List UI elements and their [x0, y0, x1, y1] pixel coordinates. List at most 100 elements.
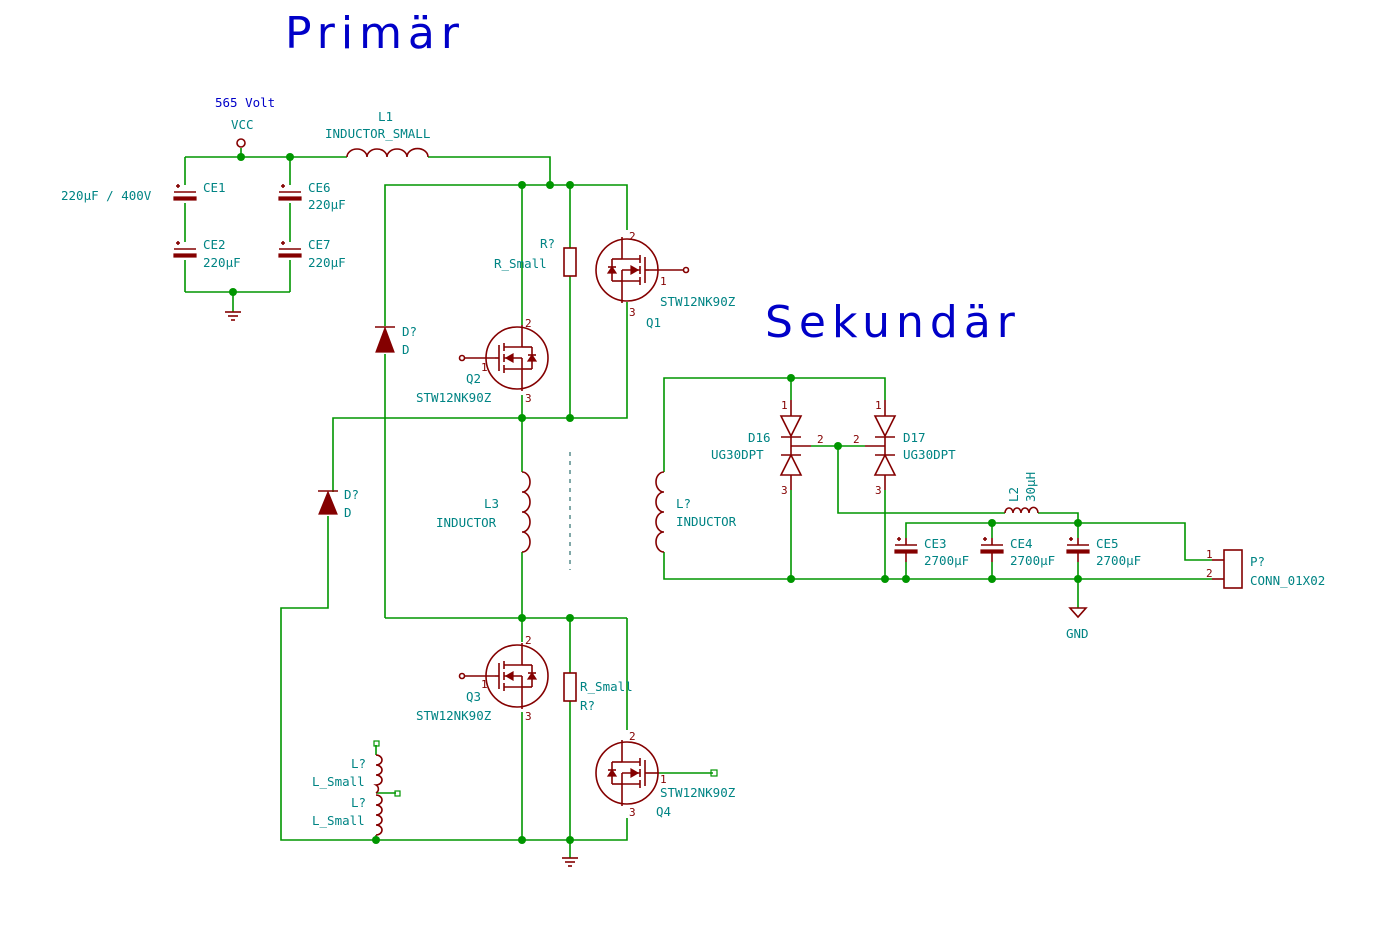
lsb-value: L_Small [312, 813, 365, 828]
r1-ref: R? [540, 236, 555, 251]
l2-value: 30µH [1023, 472, 1038, 502]
ground-symbol-gnd [1068, 607, 1088, 619]
q1-value: STW12NK90Z [660, 294, 736, 309]
l3-value: INDUCTOR [436, 515, 497, 530]
q3-pin3: 3 [525, 710, 532, 723]
q1-pin2: 2 [629, 230, 636, 243]
inductor-l2 [1004, 506, 1039, 514]
l2-ref: L2 [1006, 487, 1021, 502]
d16-ref: D16 [748, 430, 771, 445]
p1-value: CONN_01X02 [1250, 573, 1325, 588]
lsb-ref: L? [351, 795, 366, 810]
ce7-value: 220µF [308, 255, 346, 270]
ce1-ref: CE1 [203, 180, 226, 195]
mosfet-q4 [595, 739, 718, 807]
r2-ref: R? [580, 698, 595, 713]
ground-symbol-2 [561, 857, 579, 867]
diode-d17 [865, 400, 897, 490]
ce7-ref: CE7 [308, 237, 331, 252]
lsec-ref: L? [676, 496, 691, 511]
ce4-value: 2700µF [1010, 553, 1055, 568]
l1-ref: L1 [378, 109, 393, 124]
l3-ref: L3 [484, 496, 499, 511]
cap-ce6 [278, 183, 302, 201]
q2-ref: Q2 [466, 371, 481, 386]
supply-note: 565 Volt [215, 95, 275, 110]
q1-ref: Q1 [646, 315, 661, 330]
p1-pin2: 2 [1206, 567, 1213, 580]
r1-value: R_Small [494, 256, 547, 271]
q4-pin2: 2 [629, 730, 636, 743]
d17-pin2: 2 [853, 433, 860, 446]
connector-p1 [1212, 549, 1243, 589]
ce4-ref: CE4 [1010, 536, 1033, 551]
ce1-value: 220µF / 400V [61, 188, 152, 203]
title-primary: Primär [285, 8, 465, 59]
q1-pin3: 3 [629, 306, 636, 319]
d16-pin2: 2 [817, 433, 824, 446]
inductor-l3 [521, 471, 531, 553]
d16-pin1: 1 [781, 399, 788, 412]
q2-pin3: 3 [525, 392, 532, 405]
q1-pin1: 1 [660, 275, 667, 288]
d16-value: UG30DPT [711, 447, 764, 462]
resistor-r2 [563, 672, 577, 702]
q2-value: STW12NK90Z [416, 390, 492, 405]
q4-pin3: 3 [629, 806, 636, 819]
lsa-ref: L? [351, 756, 366, 771]
ce6-value: 220µF [308, 197, 346, 212]
ce3-ref: CE3 [924, 536, 947, 551]
secondary-wires [663, 377, 1212, 608]
q4-pin1: 1 [660, 773, 667, 786]
d17-pin1: 1 [875, 399, 882, 412]
q3-pin1: 1 [481, 678, 488, 691]
primary-junctions [229, 153, 574, 844]
inductor-lsmall-pair [373, 740, 401, 836]
d2-value: D [344, 505, 352, 520]
inductor-l1 [346, 147, 429, 158]
diode-d16 [779, 400, 811, 490]
cap-ce7 [278, 240, 302, 258]
q3-value: STW12NK90Z [416, 708, 492, 723]
q4-ref: Q4 [656, 804, 671, 819]
diode-d1 [375, 326, 395, 353]
d1-ref: D? [402, 324, 417, 339]
q2-pin2: 2 [525, 317, 532, 330]
ce3-value: 2700µF [924, 553, 969, 568]
ground-symbol-1 [224, 311, 242, 321]
p1-pin1: 1 [1206, 548, 1213, 561]
resistor-r1 [563, 247, 577, 277]
vcc-label: VCC [231, 117, 254, 132]
q2-pin1: 1 [481, 361, 488, 374]
diode-d2 [318, 490, 338, 515]
cap-ce1 [173, 183, 197, 201]
d1-value: D [402, 342, 410, 357]
mosfet-q3 [458, 642, 549, 710]
title-secondary: Sekundär [765, 297, 1021, 348]
ce5-value: 2700µF [1096, 553, 1141, 568]
primary-wires [184, 148, 713, 858]
d17-value: UG30DPT [903, 447, 956, 462]
q3-ref: Q3 [466, 689, 481, 704]
d17-pin3: 3 [875, 484, 882, 497]
d16-pin3: 3 [781, 484, 788, 497]
vcc-symbol [236, 138, 246, 148]
secondary-junctions [787, 374, 1082, 583]
q4-value: STW12NK90Z [660, 785, 736, 800]
inductor-secondary [655, 471, 665, 553]
lsec-value: INDUCTOR [676, 514, 737, 529]
ce5-ref: CE5 [1096, 536, 1119, 551]
l1-value: INDUCTOR_SMALL [325, 126, 430, 141]
lsa-value: L_Small [312, 774, 365, 789]
ce6-ref: CE6 [308, 180, 331, 195]
cap-ce2 [173, 240, 197, 258]
gnd-label: GND [1066, 626, 1089, 641]
p1-ref: P? [1250, 554, 1265, 569]
mosfet-q2 [458, 324, 549, 392]
q3-pin2: 2 [525, 634, 532, 647]
ce2-value: 220µF [203, 255, 241, 270]
r2-value: R_Small [580, 679, 633, 694]
ce2-ref: CE2 [203, 237, 226, 252]
d17-ref: D17 [903, 430, 926, 445]
